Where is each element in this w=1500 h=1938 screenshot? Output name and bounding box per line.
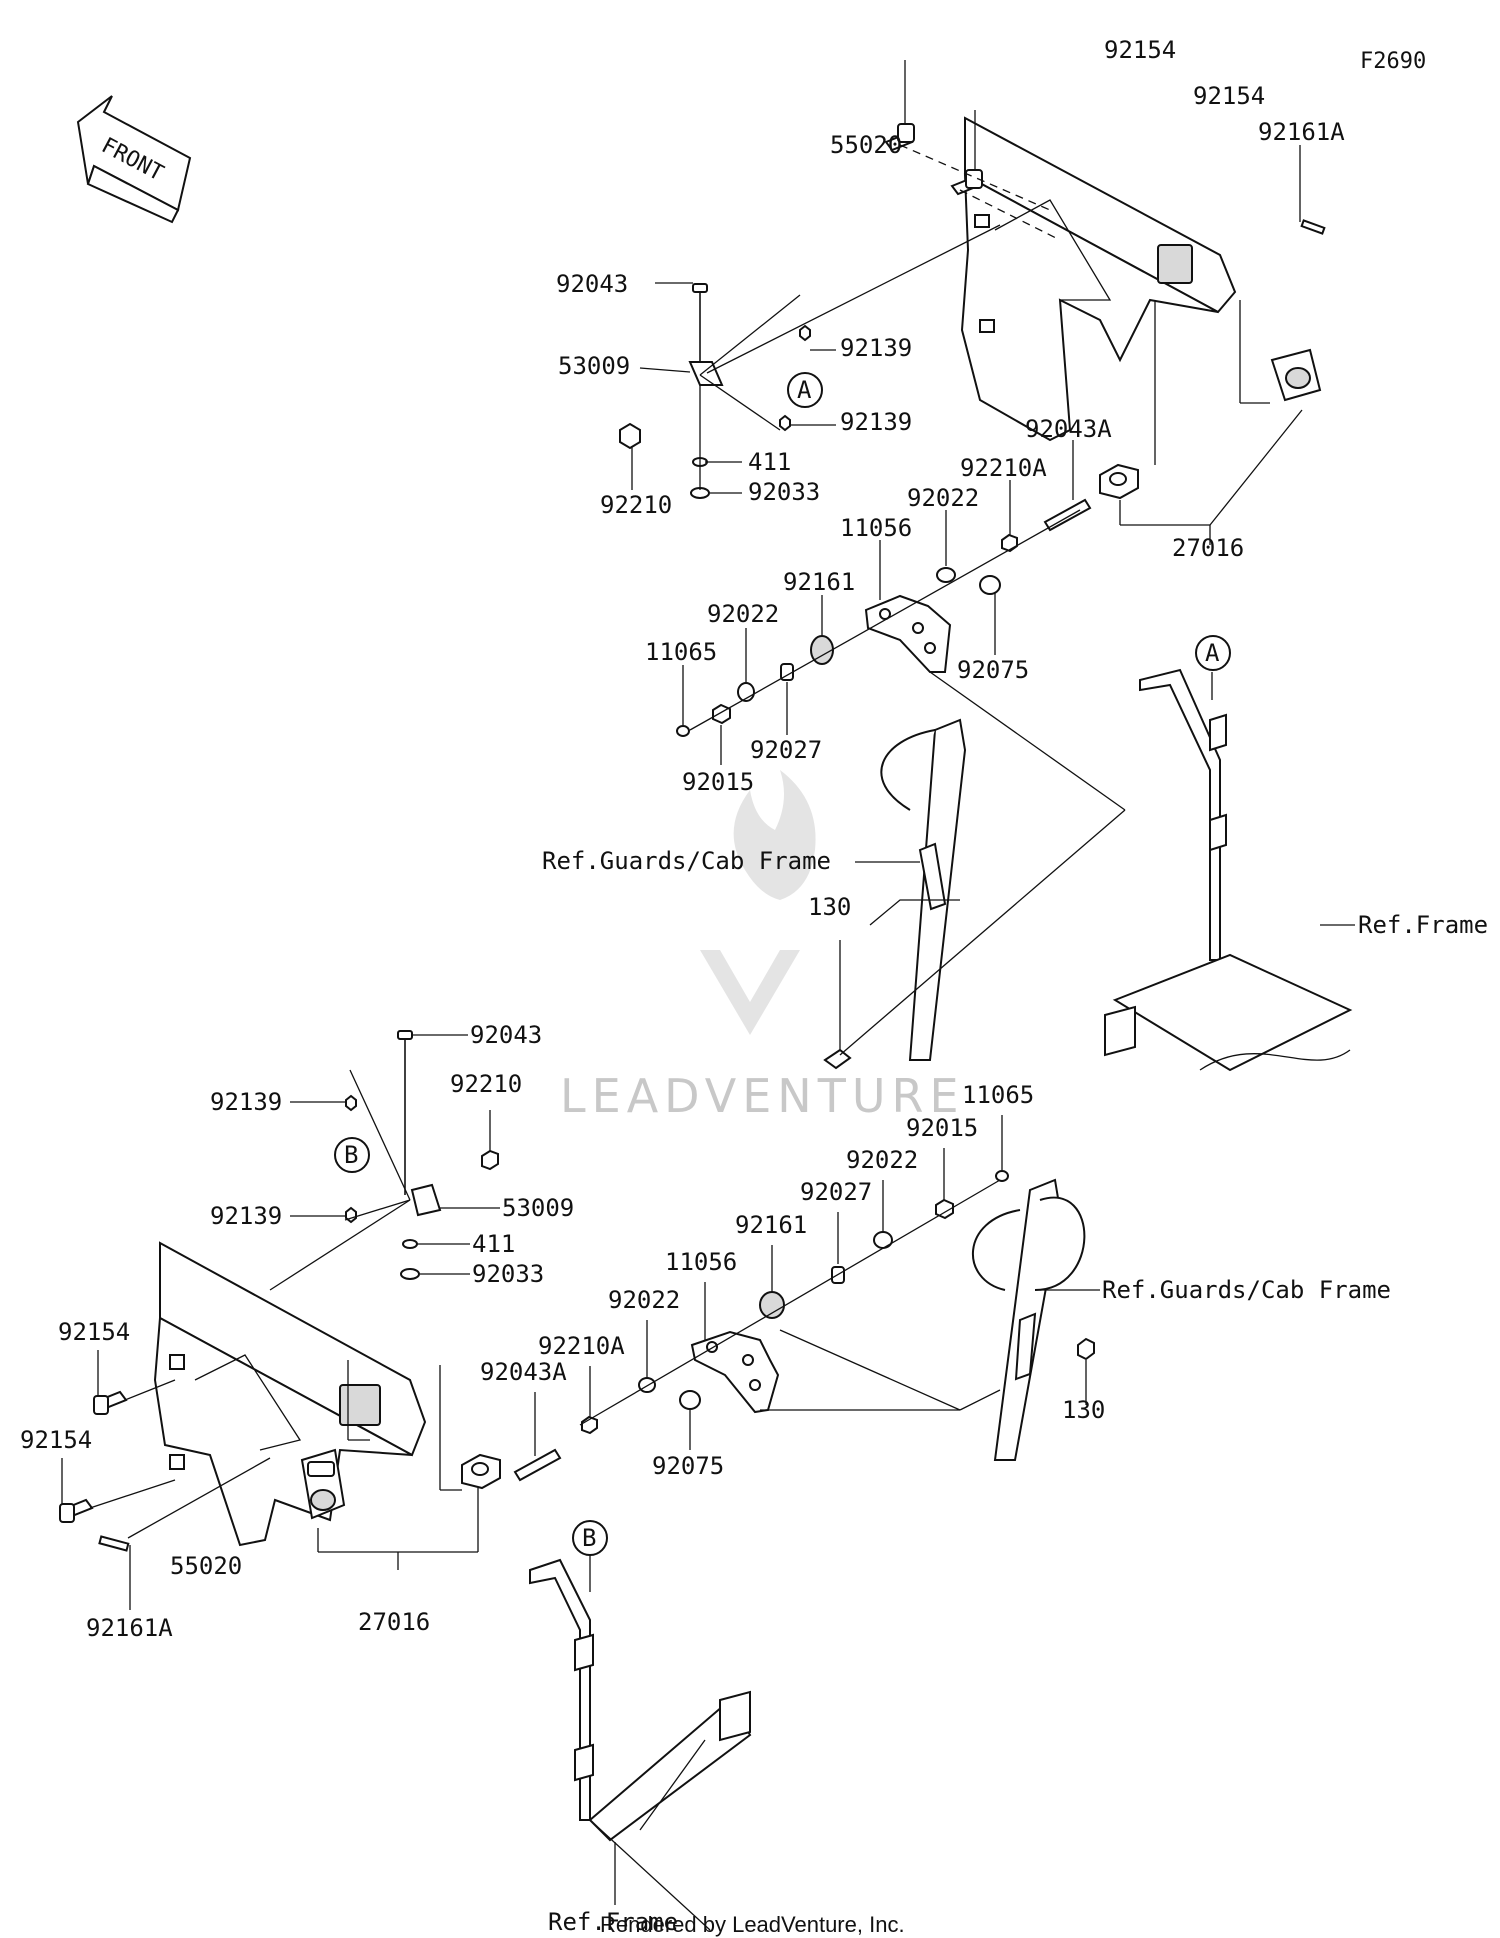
label-lower-411: 411 [472, 1230, 515, 1258]
lower-frame-ref-b-label: B [582, 1524, 596, 1552]
lower-cap-11065 [995, 1170, 1009, 1182]
label-upper-92033: 92033 [748, 478, 820, 506]
upper-assembly: 92154 92154 92161A 55020 92043 53009 921… [542, 36, 1488, 1072]
upper-nut-92015 [712, 703, 731, 725]
upper-bolt-92154-a [884, 123, 915, 152]
label-lower-92033: 92033 [472, 1260, 544, 1288]
label-lower-ref-frame: Ref.Frame [548, 1908, 678, 1936]
label-lower-ref-guards: Ref.Guards/Cab Frame [1102, 1276, 1391, 1304]
label-lower-130: 130 [1062, 1396, 1105, 1424]
label-lower-92022-a: 92022 [846, 1146, 918, 1174]
credit-text: Rendered by LeadVenture, Inc. [600, 1912, 905, 1937]
label-lower-92210A: 92210A [538, 1332, 625, 1360]
label-upper-92043: 92043 [556, 270, 628, 298]
label-lower-92154-a: 92154 [58, 1318, 130, 1346]
label-upper-92210A: 92210A [960, 454, 1047, 482]
watermark: LEADVENTURE [560, 770, 965, 1123]
label-upper-ref-frame: Ref.Frame [1358, 911, 1488, 939]
label-upper-11056: 11056 [840, 514, 912, 542]
lower-assembly: 92043 92139 92210 B 53009 92139 411 9203… [20, 1021, 1391, 1936]
upper-guards-cab-frame [823, 718, 1126, 1070]
label-lower-92075: 92075 [652, 1452, 724, 1480]
label-lower-92043: 92043 [470, 1021, 542, 1049]
lower-ref-frame [529, 1555, 752, 1931]
lower-nut-92075 [679, 1390, 701, 1410]
label-upper-92022-b: 92022 [707, 600, 779, 628]
label-upper-27016: 27016 [1172, 534, 1244, 562]
label-upper-92139-a: 92139 [840, 334, 912, 362]
lower-key-92161a [98, 1535, 130, 1552]
label-lower-53009: 53009 [502, 1194, 574, 1222]
label-lower-92139-a: 92139 [210, 1088, 282, 1116]
label-upper-11065: 11065 [645, 638, 717, 666]
lower-bushing-92161 [759, 1291, 785, 1319]
label-lower-92161A: 92161A [86, 1614, 173, 1642]
label-upper-130: 130 [808, 893, 851, 921]
label-lower-27016: 27016 [358, 1608, 430, 1636]
label-upper-92075: 92075 [957, 656, 1029, 684]
label-lower-92022-b: 92022 [608, 1286, 680, 1314]
label-upper-55020: 55020 [830, 131, 902, 159]
lower-bolt-92043a [513, 1448, 562, 1482]
lower-latch-27016 [300, 1360, 501, 1570]
lower-tailgate-panel [153, 1241, 427, 1547]
label-upper-ref-guards: Ref.Guards/Cab Frame [542, 847, 831, 875]
label-lower-92015: 92015 [906, 1114, 978, 1142]
upper-nut-92210a [1001, 533, 1018, 553]
upper-bolt-92154-b [950, 169, 983, 196]
label-lower-92210: 92210 [450, 1070, 522, 1098]
upper-ref-a-circle [787, 372, 823, 408]
upper-hinge-bracket [619, 283, 811, 499]
lower-ref-b-circle [334, 1137, 370, 1173]
lower-bolt-92154-a [93, 1390, 128, 1415]
label-upper-53009: 53009 [558, 352, 630, 380]
upper-ref-a-label: A [797, 376, 812, 404]
label-upper-92043A: 92043A [1025, 415, 1112, 443]
figure-code: F2690 [1360, 49, 1426, 74]
label-upper-92027: 92027 [750, 736, 822, 764]
lower-ref-b-label: B [344, 1141, 358, 1169]
upper-latch-27016 [1099, 300, 1322, 545]
upper-cap-11065 [676, 725, 690, 737]
label-lower-92139-b: 92139 [210, 1202, 282, 1230]
watermark-text: LEADVENTURE [560, 1069, 965, 1123]
label-upper-92154-b: 92154 [1193, 82, 1265, 110]
label-upper-92139-b: 92139 [840, 408, 912, 436]
label-upper-92210: 92210 [600, 491, 672, 519]
upper-tailgate-panel [960, 116, 1237, 442]
upper-frame-ref-a-circle [1195, 635, 1231, 671]
upper-nut-92075 [979, 575, 1001, 595]
lower-guards-cab-frame [959, 1178, 1100, 1461]
lower-hinge-bracket [269, 1030, 499, 1291]
label-lower-11056: 11056 [665, 1248, 737, 1276]
label-lower-92043A: 92043A [480, 1358, 567, 1386]
upper-washer-92022-a [936, 567, 956, 583]
upper-ref-frame [1104, 668, 1355, 1072]
label-upper-92161A: 92161A [1258, 118, 1345, 146]
label-upper-92161: 92161 [783, 568, 855, 596]
lower-plate-11056 [690, 1330, 780, 1414]
label-lower-92027: 92027 [800, 1178, 872, 1206]
label-lower-55020: 55020 [170, 1552, 242, 1580]
label-upper-92015: 92015 [682, 768, 754, 796]
lower-bolt-92154-b [59, 1498, 94, 1523]
label-lower-11065: 11065 [962, 1081, 1034, 1109]
upper-frame-ref-a-label: A [1205, 639, 1220, 667]
label-upper-411: 411 [748, 448, 791, 476]
front-arrow-icon: FRONT [76, 95, 192, 224]
label-upper-92154-a: 92154 [1104, 36, 1176, 64]
lower-washer-92022-a [873, 1231, 893, 1249]
label-upper-92022-a: 92022 [907, 484, 979, 512]
label-lower-92154-b: 92154 [20, 1426, 92, 1454]
lower-frame-ref-b-circle [572, 1520, 608, 1556]
upper-key-92161a [1300, 219, 1326, 235]
label-lower-92161: 92161 [735, 1211, 807, 1239]
